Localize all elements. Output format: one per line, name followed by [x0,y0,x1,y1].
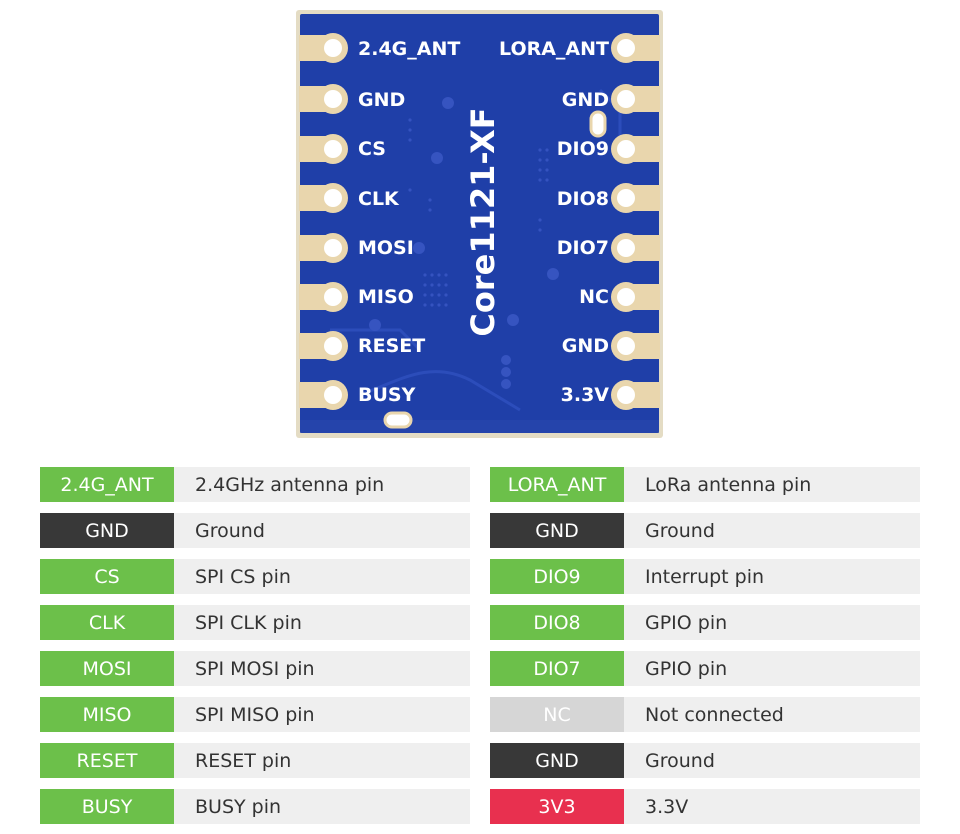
pin-description: SPI CS pin [174,559,470,594]
pin-row: BUSY BUSY pin [40,789,470,824]
pin-row: NC Not connected [490,697,920,732]
left-pin-pad [299,84,348,114]
pin-description: GPIO pin [624,605,920,640]
pin-description: 2.4GHz antenna pin [174,467,470,502]
pin-description: BUSY pin [174,789,470,824]
right-pin-pads [611,33,660,410]
right-pin-pad [611,183,660,213]
pin-row: 2.4G_ANT 2.4GHz antenna pin [40,467,470,502]
right-pin-label: DIO7 [557,237,609,259]
left-pin-pad [299,380,348,410]
board-bottom-strip [300,420,659,433]
pin-description: Ground [624,513,920,548]
pin-badge: BUSY [40,789,174,824]
right-pin-label: GND [562,89,609,111]
left-pin-label: CLK [358,188,400,210]
pin-badge: RESET [40,743,174,778]
pin-badge: MISO [40,697,174,732]
left-pin-label: GND [358,89,405,111]
right-pin-label: GND [562,335,609,357]
board-body [300,14,659,433]
pin-row: DIO7 GPIO pin [490,651,920,686]
pin-row: GND Ground [490,743,920,778]
left-pin-pad [299,331,348,361]
pin-row: RESET RESET pin [40,743,470,778]
pin-description: Ground [624,743,920,778]
left-pin-pads [299,33,348,410]
right-pin-pad [611,84,660,114]
pin-badge: CS [40,559,174,594]
pin-row: LORA_ANT LoRa antenna pin [490,467,920,502]
pin-badge: 2.4G_ANT [40,467,174,502]
pin-badge: DIO8 [490,605,624,640]
right-pin-pad [611,380,660,410]
pin-badge: DIO9 [490,559,624,594]
left-pin-pad [299,134,348,164]
pin-badge: DIO7 [490,651,624,686]
pin-description: SPI CLK pin [174,605,470,640]
right-pin-pad [611,331,660,361]
pin-description: Not connected [624,697,920,732]
pin-badge: GND [40,513,174,548]
right-pin-label: NC [579,286,609,308]
pin-description: Interrupt pin [624,559,920,594]
left-pin-pad [299,233,348,263]
left-pin-label: MISO [358,286,414,308]
left-pin-pad [299,33,348,63]
pin-description: GPIO pin [624,651,920,686]
left-pin-label: RESET [358,335,425,357]
pin-badge: CLK [40,605,174,640]
left-pin-pad [299,282,348,312]
pin-description: SPI MOSI pin [174,651,470,686]
pin-row: CS SPI CS pin [40,559,470,594]
right-pin-pad [611,134,660,164]
pin-badge: MOSI [40,651,174,686]
pin-description: Ground [174,513,470,548]
right-pin-pad [611,233,660,263]
module-board-diagram: 2.4G_ANT GND CS CLK MOSI MISO RESET BUSY… [296,10,663,438]
left-pin-label: CS [358,138,386,160]
pin-description: LoRa antenna pin [624,467,920,502]
board-small-pad-bottom [383,411,413,429]
right-pin-label: DIO8 [557,188,609,210]
right-pin-pad [611,33,660,63]
pin-badge: LORA_ANT [490,467,624,502]
pin-description: RESET pin [174,743,470,778]
chip-name-label: Core1121-XF [464,107,502,336]
pin-row: GND Ground [490,513,920,548]
right-pin-pad [611,282,660,312]
pin-badge: NC [490,697,624,732]
right-pin-label: 3.3V [561,384,610,406]
pin-row: MISO SPI MISO pin [40,697,470,732]
pin-row: DIO9 Interrupt pin [490,559,920,594]
pin-row: DIO8 GPIO pin [490,605,920,640]
pin-row: GND Ground [40,513,470,548]
left-pin-label: MOSI [358,237,414,259]
left-pin-label: 2.4G_ANT [358,38,460,60]
board-small-pad-top [589,110,607,138]
pin-badge: GND [490,513,624,548]
via-grid [408,118,549,307]
board-vias [369,97,559,389]
left-pin-pad [299,183,348,213]
left-pin-label: BUSY [358,384,416,406]
pin-badge: 3V3 [490,789,624,824]
pin-description: 3.3V [624,789,920,824]
right-pin-label: DIO9 [557,138,609,160]
pin-badge: GND [490,743,624,778]
pin-row: CLK SPI CLK pin [40,605,470,640]
pin-description: SPI MISO pin [174,697,470,732]
pin-row: 3V3 3.3V [490,789,920,824]
pin-row: MOSI SPI MOSI pin [40,651,470,686]
right-pin-label: LORA_ANT [499,38,609,60]
